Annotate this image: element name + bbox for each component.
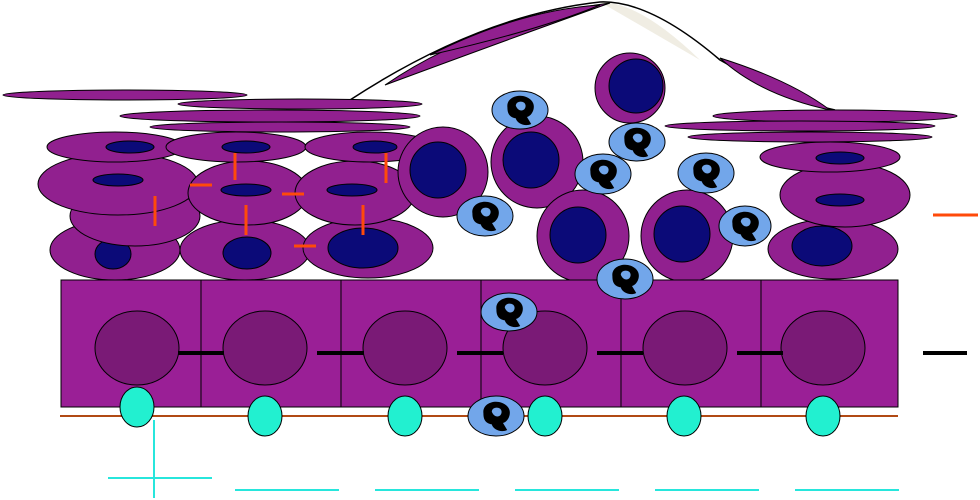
hemidesmosome-icon [805, 395, 841, 437]
cell-nucleus [815, 151, 865, 165]
cell-nucleus [653, 205, 711, 263]
basal-layer [60, 279, 899, 408]
orange-junctions [153, 153, 388, 248]
flat-cell [177, 98, 423, 110]
cell-nucleus [105, 140, 155, 154]
acantholytic-cells [397, 52, 734, 283]
stratum-corneum [2, 89, 958, 143]
roof-flattened-cell-3 [719, 57, 831, 111]
flat-cell [712, 109, 958, 123]
flat-cell [687, 131, 933, 143]
basal-nucleus [642, 310, 728, 386]
cell-nucleus [222, 236, 272, 270]
neutrophil-icon [574, 153, 632, 195]
basal-nucleus [362, 310, 448, 386]
basal-nucleus [780, 310, 866, 386]
neutrophil-icon [491, 90, 549, 130]
neutrophils [456, 90, 772, 437]
hemidesmosome-icon [387, 395, 423, 437]
hemidesmosomes [119, 386, 841, 437]
cell-nucleus [608, 58, 664, 114]
neutrophil-icon [456, 195, 514, 237]
cell-nucleus [409, 141, 467, 199]
cell-nucleus [549, 206, 607, 264]
neutrophil-icon [608, 122, 666, 162]
cell-nucleus [220, 183, 272, 197]
hemidesmosome-icon [527, 395, 563, 437]
neutrophil-icon [480, 292, 538, 332]
roof-flattened-cell-2 [429, 4, 601, 56]
cell-nucleus [791, 225, 853, 267]
roof-flattened-cell-1 [384, 2, 611, 86]
neutrophil-icon [467, 395, 525, 437]
cell-nucleus [352, 140, 398, 154]
flat-cell [119, 109, 421, 123]
hemidesmosome-icon [119, 386, 155, 428]
neutrophil-icon [677, 152, 735, 194]
blister-roof-line [349, 1, 836, 111]
basal-nucleus [94, 310, 180, 386]
cell-nucleus [502, 131, 560, 189]
spinous-cells-right [759, 141, 911, 280]
flat-cell [149, 121, 411, 133]
basal-nucleus [222, 310, 308, 386]
hemidesmosome-icon [666, 395, 702, 437]
hemidesmosome-icon [247, 395, 283, 437]
flat-cell [664, 120, 936, 132]
blister-roof [349, 1, 836, 111]
cell-nucleus [815, 193, 865, 207]
blister-fill [600, 2, 830, 110]
neutrophil-icon [596, 258, 654, 300]
flat-cell [2, 89, 248, 101]
dermal-cyan-lines [108, 420, 899, 498]
neutrophil-icon [718, 205, 772, 247]
legend-markers [923, 213, 978, 355]
basal-nucleus [502, 310, 588, 386]
spinous-cells-left [37, 131, 436, 281]
cell-nucleus [221, 140, 271, 154]
cell-nucleus [326, 183, 378, 197]
cell-nucleus [92, 173, 144, 187]
